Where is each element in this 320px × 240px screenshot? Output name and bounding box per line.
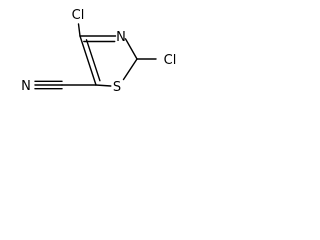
bond-c4-c5-double: [85, 39, 101, 82]
atom-n-nitrile: N: [21, 79, 31, 94]
atom-cl-top: Cl: [72, 8, 85, 23]
bond-c4-c5-single: [79, 35, 97, 86]
bond-c4-cl: [77, 23, 81, 37]
bond-s1-c5: [95, 84, 112, 87]
atom-n-ring: N: [116, 30, 126, 45]
bond-c2-s1: [122, 58, 138, 81]
atom-s-ring: S: [113, 80, 121, 95]
chemical-structure: Cl N Cl S N: [21, 8, 177, 95]
bond-n3-c2: [124, 38, 138, 60]
atom-cl-right: Cl: [164, 53, 177, 68]
